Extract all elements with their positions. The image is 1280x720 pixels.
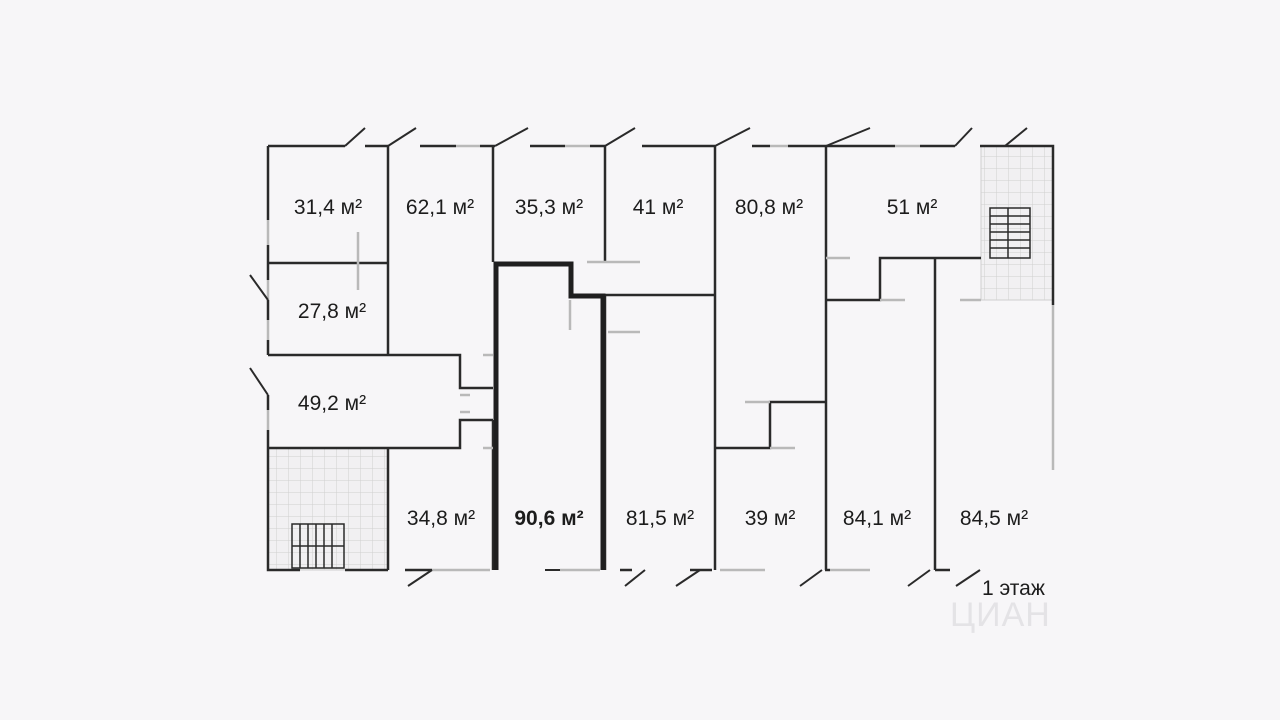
doors [249,127,1028,587]
unit-label[interactable]: 62,1 м² [406,196,474,219]
unit-label[interactable]: 35,3 м² [515,196,583,219]
unit-label[interactable]: 84,5 м² [960,507,1028,530]
staircase-top-right [980,145,1054,301]
unit-label[interactable]: 41 м² [633,196,684,219]
unit-label[interactable]: 34,8 м² [407,507,475,530]
unit-label[interactable]: 84,1 м² [843,507,911,530]
stairs-icon [291,207,1031,569]
unit-label[interactable]: 51 м² [887,196,938,219]
unit-label[interactable]: 27,8 м² [298,300,366,323]
unit-label[interactable]: 49,2 м² [298,392,366,415]
selected-unit-outline[interactable] [493,261,606,570]
windows [266,144,1055,572]
watermark-logo: ЦИАН [950,596,1051,634]
floor-label: 1 этаж [982,577,1045,600]
unit-label-selected[interactable]: 90,6 м² [514,507,583,530]
unit-label[interactable]: 81,5 м² [626,507,694,530]
unit-label[interactable]: 80,8 м² [735,196,803,219]
unit-label[interactable]: 31,4 м² [294,196,362,219]
unit-label[interactable]: 39 м² [745,507,796,530]
staircase-bottom-left [267,447,389,571]
